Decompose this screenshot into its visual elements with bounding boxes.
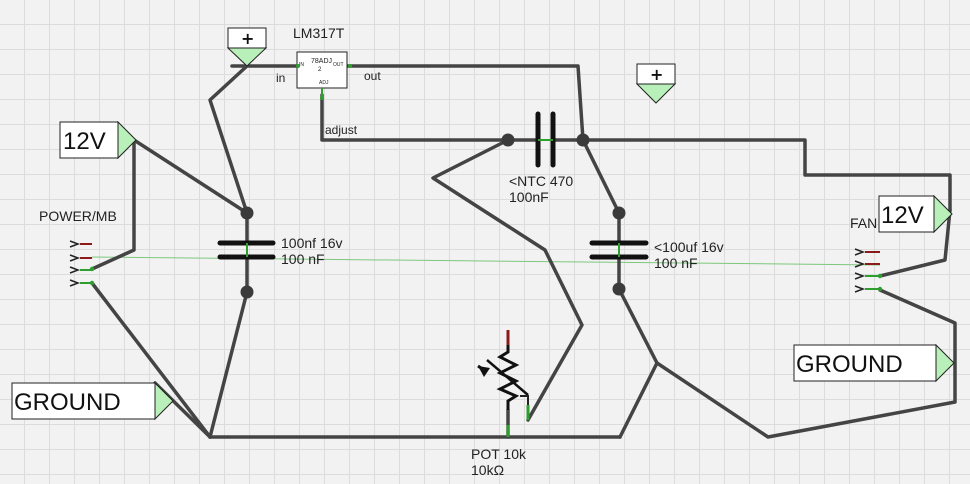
regulator-pin-out: OUT [333,62,344,68]
regulator-name: LM317T [293,25,345,41]
net-label-12v-right[interactable]: 12V [878,194,953,234]
regulator-out-label: out [364,69,381,83]
node-ntc-right[interactable] [576,133,590,147]
regulator-pin-adj: ADJ [319,80,329,86]
wire-gnd-left[interactable] [90,281,212,439]
connector-fan-label: FAN [850,215,877,231]
wire-to-fan-12v[interactable] [581,138,952,212]
net-label-ground-left-text: GROUND [14,389,121,416]
node-c3-top[interactable] [612,206,626,220]
node-ntc-left[interactable] [501,133,515,147]
connector-power-mb[interactable]: POWER/MB [39,208,117,287]
node-c1-top[interactable] [240,206,254,220]
net-label-12v-left[interactable]: 12V [59,120,137,160]
regulator-adjust-label: adjust [325,123,358,137]
pot-label-2: 10kΩ [471,462,504,478]
power-symbol-left-text: + [241,29,254,48]
node-c3-bot[interactable] [612,282,626,296]
regulator-chip-line1: 78ADJ [311,58,332,65]
capacitor-c1[interactable]: 100nf 16v 100 nF [217,235,343,267]
ratsnest-line [91,256,881,266]
regulator-pin-in: IN [299,62,304,68]
capacitor-c3[interactable]: <100uf 16v 100 nF [589,239,724,271]
net-label-12v-right-text: 12V [881,202,924,229]
net-label-ground-right-text: GROUND [796,351,903,378]
connector-fan[interactable]: FAN [850,215,883,293]
wire-12v-left[interactable] [90,138,136,271]
regulator-chip-line2: 2 [318,67,322,73]
net-label-ground-left[interactable]: GROUND [11,381,174,421]
pot-label-1: POT 10k [471,446,527,462]
c1-label-2: 100 nF [281,251,325,267]
capacitor-ntc[interactable]: <NTC 470 100nF [509,111,573,205]
c3-label-2: 100 nF [654,255,698,271]
wire-fan-12v-pin[interactable] [878,208,952,278]
net-label-12v-left-text: 12V [63,128,106,155]
node-c1-bot[interactable] [240,285,254,299]
wire-adjust[interactable] [320,93,510,142]
connector-power-mb-label: POWER/MB [39,208,117,224]
potentiometer[interactable]: POT 10k 10kΩ [471,330,530,478]
wire-ntc-to-pot[interactable] [431,138,584,422]
wire-12v-to-c1[interactable] [132,138,249,215]
wire-gnd-right[interactable] [655,288,957,439]
power-symbol-right-text: + [650,65,663,84]
ntc-label-2: 100nF [509,189,549,205]
wire-reg-out[interactable] [345,64,585,142]
c1-label-1: 100nf 16v [281,235,343,251]
wire-gnd-c1[interactable] [208,290,249,439]
wire-plus-to-c1[interactable] [208,64,249,215]
wire-to-c3[interactable] [581,138,621,215]
ntc-label-1: <NTC 470 [509,173,573,189]
power-symbol-left[interactable]: + [226,27,268,67]
c3-label-1: <100uf 16v [654,239,724,255]
regulator-body [296,51,348,89]
wire-gnd-c3[interactable] [617,287,659,439]
regulator-in-label: in [276,71,285,85]
regulator-lm317t[interactable]: LM317T IN OUT 78ADJ 2 ADJ in out adjust [276,25,381,137]
power-symbol-right[interactable]: + [635,63,677,104]
net-label-ground-right[interactable]: GROUND [793,343,955,383]
junction-nodes [240,133,626,299]
